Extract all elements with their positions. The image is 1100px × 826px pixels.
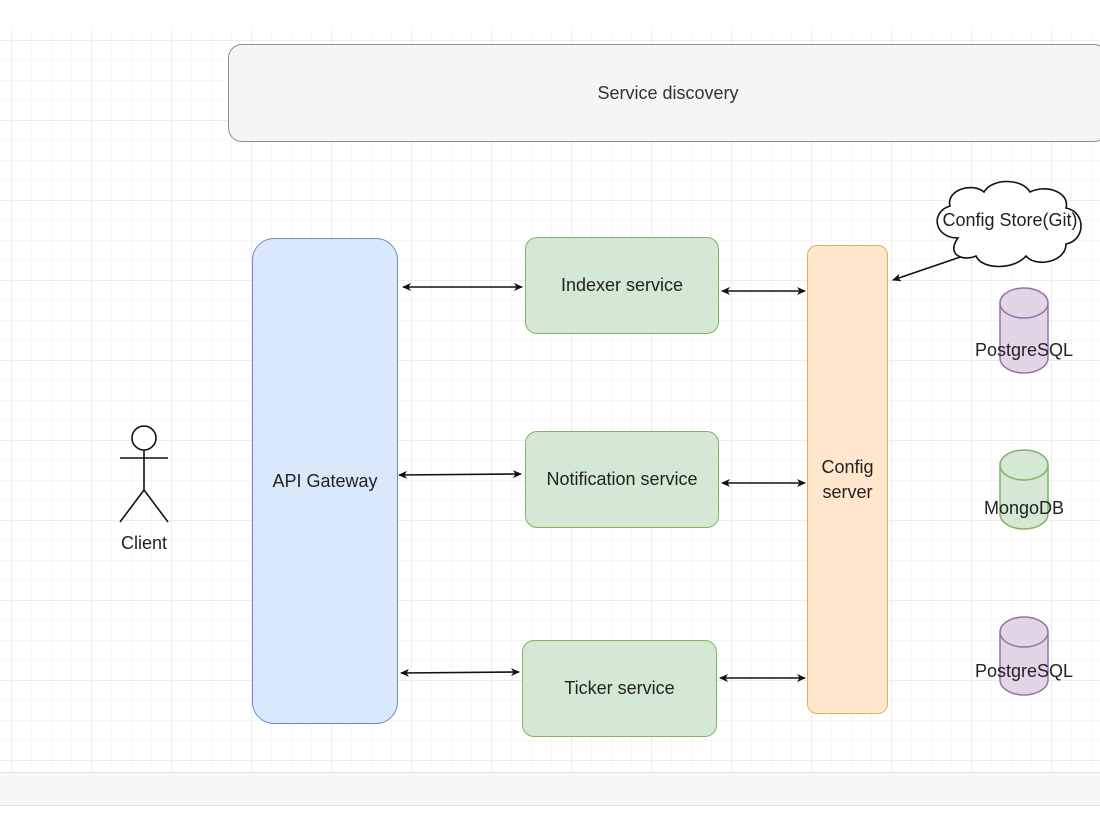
indexer-service-label: Indexer service xyxy=(560,275,684,296)
api-gateway-label: API Gateway xyxy=(272,470,378,491)
notification-service-label: Notification service xyxy=(546,469,698,490)
ticker-service-label: Ticker service xyxy=(564,678,675,699)
config-server-label: Config server xyxy=(821,457,874,502)
config-store-cloud[interactable] xyxy=(936,180,1082,268)
api-gateway-box[interactable]: API Gateway xyxy=(252,238,398,724)
config-server-box[interactable]: Config server xyxy=(807,245,888,714)
grid-background[interactable] xyxy=(0,30,1100,775)
notification-service-box[interactable]: Notification service xyxy=(525,431,719,528)
config-store-label: Config Store(Git) xyxy=(942,210,1078,230)
client-label: Client xyxy=(120,533,168,553)
arrow-gateway-ticker[interactable] xyxy=(400,668,520,677)
mongodb-label: MongoDB xyxy=(983,498,1065,518)
postgres-bottom-label: PostgreSQL xyxy=(974,661,1074,681)
bottom-scroll-bar[interactable] xyxy=(0,772,1100,806)
mongodb-cylinder[interactable] xyxy=(999,449,1049,530)
arrow-gateway-notification[interactable] xyxy=(398,470,522,479)
indexer-service-box[interactable]: Indexer service xyxy=(525,237,719,334)
postgres-top-label: PostgreSQL xyxy=(974,340,1074,360)
service-discovery-box[interactable]: Service discovery xyxy=(228,44,1100,142)
postgres-top-cylinder[interactable] xyxy=(999,287,1049,374)
postgres-bottom-cylinder[interactable] xyxy=(999,616,1049,696)
client-actor-icon[interactable] xyxy=(119,425,169,523)
ticker-service-box[interactable]: Ticker service xyxy=(522,640,717,737)
service-discovery-label: Service discovery xyxy=(597,82,739,103)
